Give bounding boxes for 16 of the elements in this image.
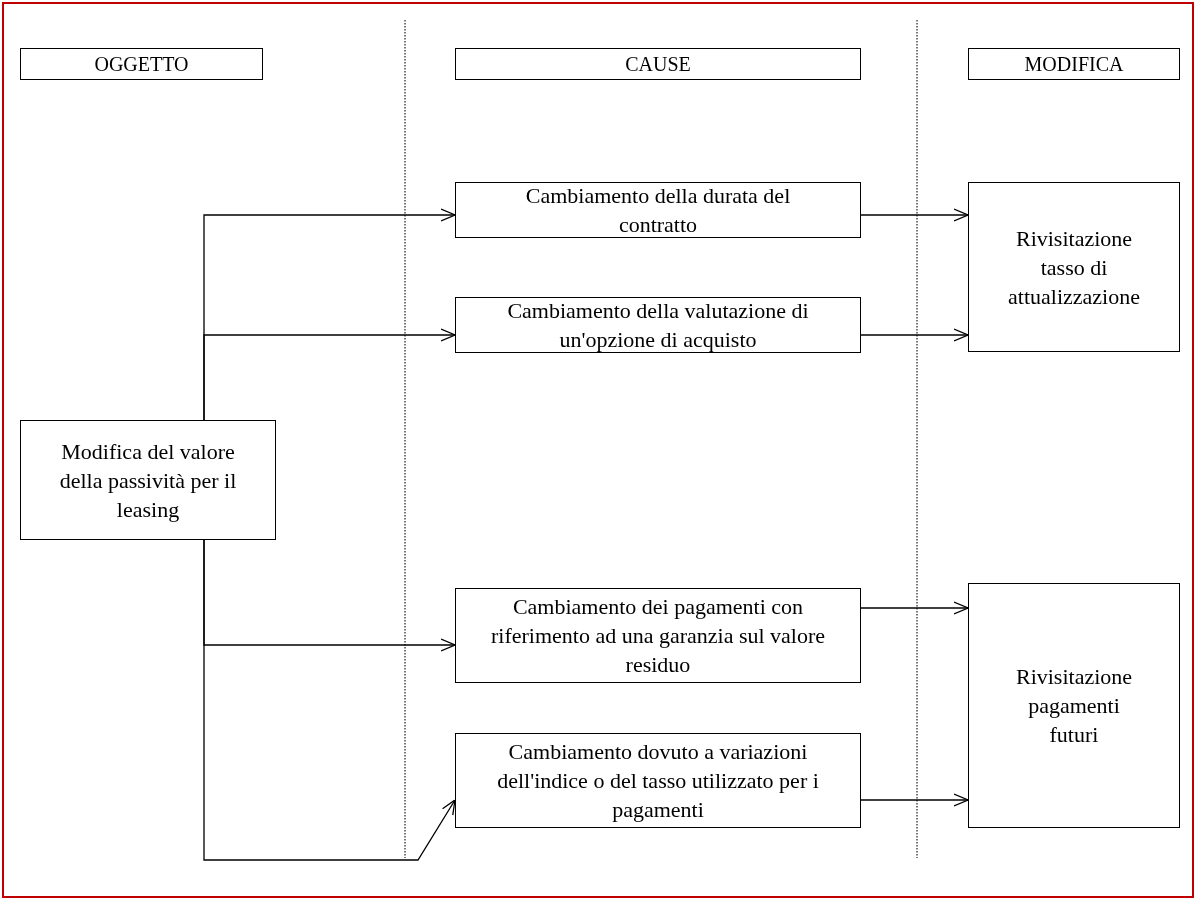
column-header: MODIFICA bbox=[968, 48, 1180, 80]
column-header: OGGETTO bbox=[20, 48, 263, 80]
arrow bbox=[203, 328, 456, 421]
column-header: CAUSE bbox=[455, 48, 861, 80]
process-box: Cambiamento dovuto a variazioni dell'indice o del tasso utilizzato per i pagamenti bbox=[455, 733, 861, 828]
arrow bbox=[860, 601, 969, 615]
arrow bbox=[860, 208, 969, 222]
process-box: Cambiamento dei pagamenti con riferimento ad una garanzia sul valore residuo bbox=[455, 588, 861, 683]
process-box: Modifica del valore della passività per il leasing bbox=[20, 420, 276, 540]
arrow bbox=[860, 793, 969, 807]
process-box: Rivisitazione pagamenti futuri bbox=[968, 583, 1180, 828]
process-box: Cambiamento della durata del contratto bbox=[455, 182, 861, 238]
arrow bbox=[203, 539, 456, 861]
process-box: Cambiamento della valutazione di un'opzione di acquisto bbox=[455, 297, 861, 353]
process-box: Rivisitazione tasso di attualizzazione bbox=[968, 182, 1180, 352]
arrow bbox=[860, 328, 969, 342]
